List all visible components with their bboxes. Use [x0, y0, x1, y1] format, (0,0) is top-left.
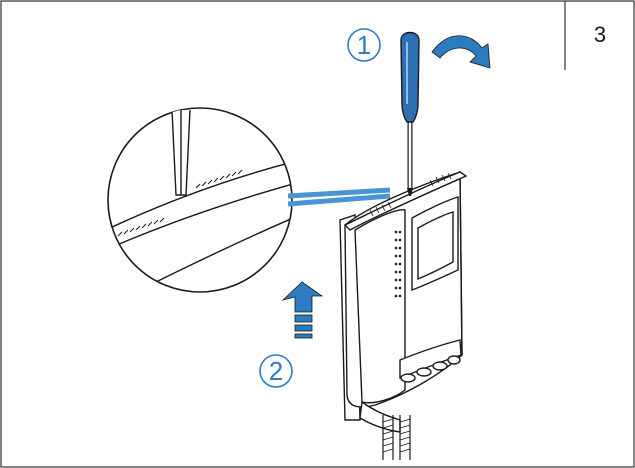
page-number: 3 — [593, 22, 607, 47]
magnified-detail-callout — [107, 107, 391, 293]
wall-cables — [382, 415, 411, 460]
intercom-device — [339, 171, 468, 433]
screwdriver-icon — [400, 31, 420, 196]
step-2-label: 2 — [268, 356, 284, 386]
step-2-circle — [259, 354, 293, 388]
up-arrow-icon — [281, 281, 324, 339]
step-1-label: 1 — [356, 30, 372, 60]
rotate-arrow-icon — [431, 35, 491, 69]
step-1-circle — [347, 28, 381, 62]
